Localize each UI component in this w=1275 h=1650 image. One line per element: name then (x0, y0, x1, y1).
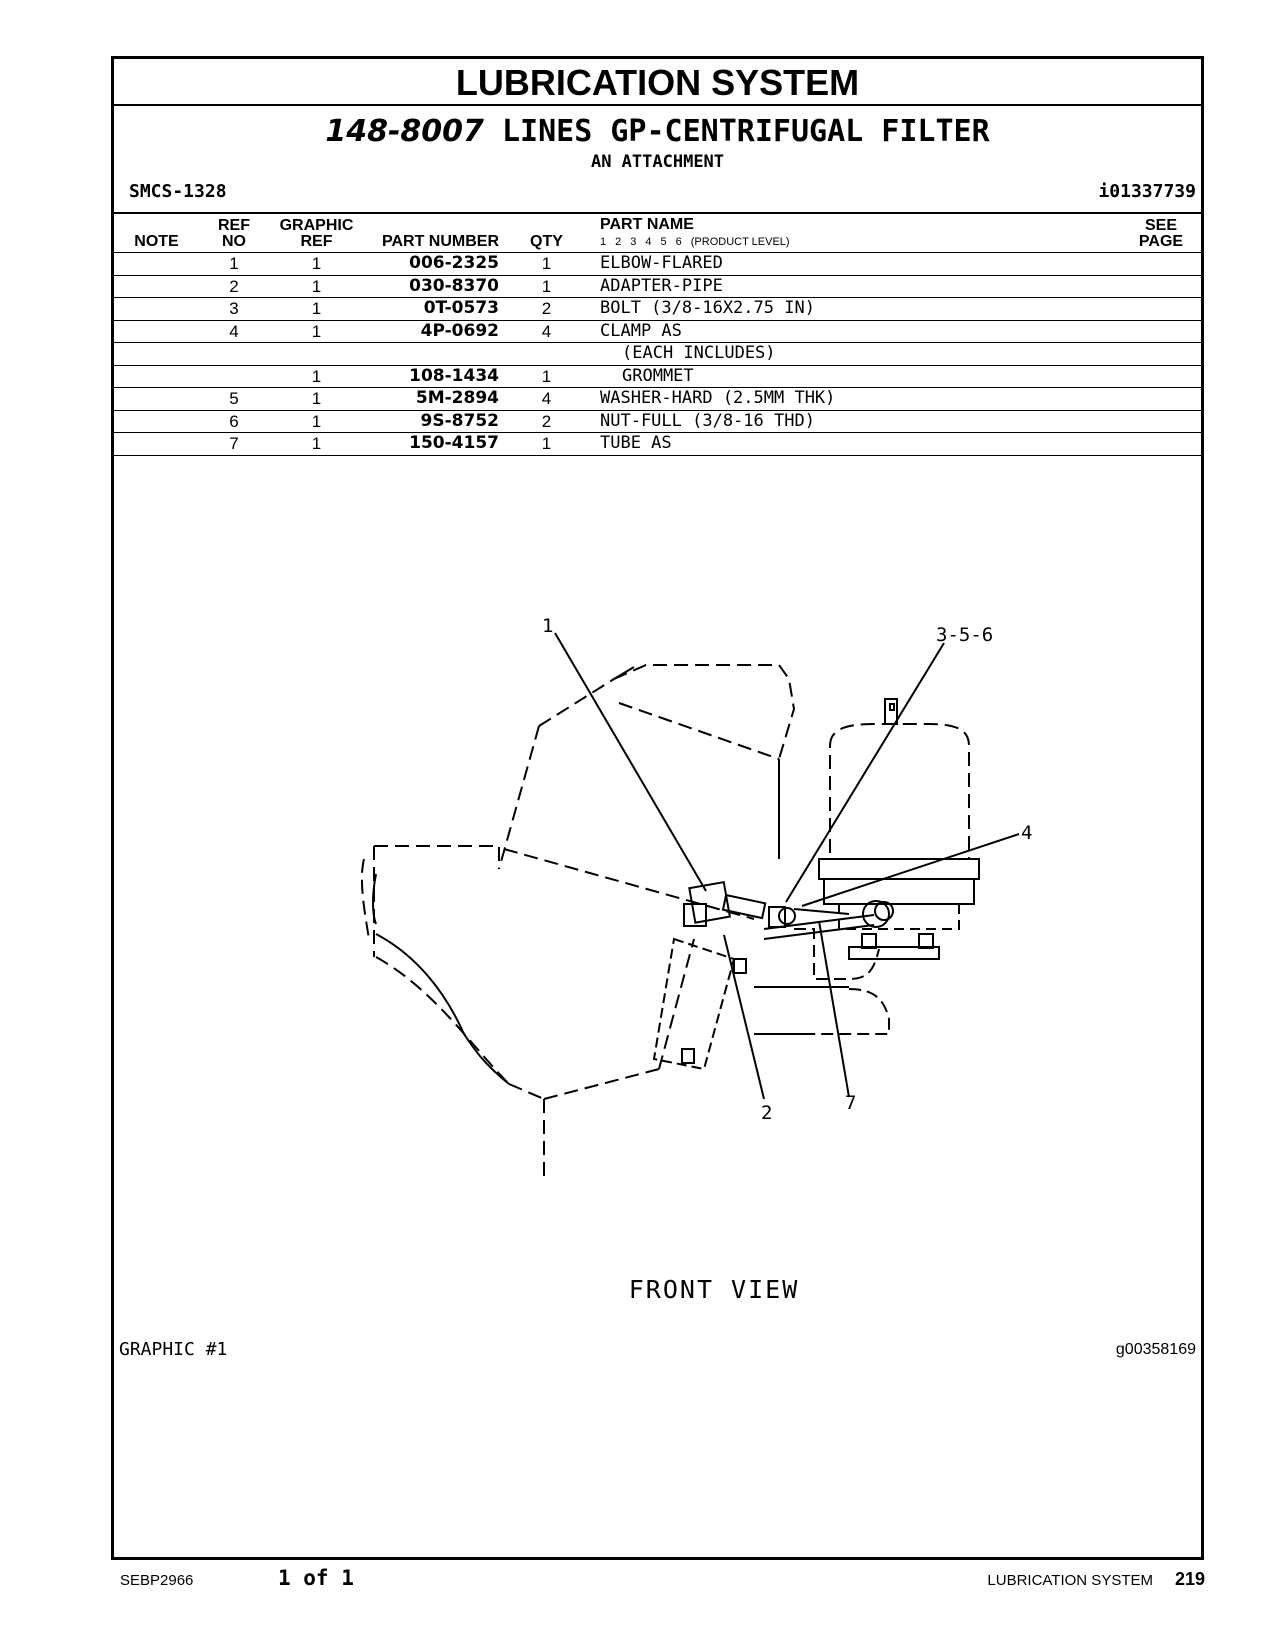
col-note: NOTE (114, 213, 199, 253)
elbow-adapter-cluster (652, 880, 850, 1071)
callout-labels: 1 3-5-6 4 2 7 (542, 615, 1032, 1124)
group-name: LINES GP-CENTRIFUGAL FILTER (501, 114, 990, 149)
view-caption: FRONT VIEW (628, 1275, 800, 1304)
callout-1: 1 (542, 615, 553, 637)
centrifugal-filter-body (818, 698, 980, 930)
footer-page-number: 219 (1174, 1569, 1205, 1589)
footer-page-of: 1 of 1 (278, 1566, 354, 1590)
document-ident: i01337739 (1098, 181, 1196, 202)
graphic-label: GRAPHIC #1 (119, 1339, 228, 1360)
lower-bracket (543, 938, 695, 1100)
smcs-code: SMCS-1328 (129, 181, 227, 202)
col-qty: QTY (499, 213, 594, 253)
group-subtitle: AN ATTACHMENT (590, 152, 725, 172)
group-title: 148-8007 LINES GP-CENTRIFUGAL FILTER (114, 115, 1201, 149)
callout-2: 2 (761, 1102, 772, 1124)
footer-doc-id: SEBP2966 (120, 1572, 194, 1589)
group-part-number: 148-8007 (325, 114, 484, 149)
graphic-id: g00358169 (1115, 1341, 1196, 1358)
page-frame: LUBRICATION SYSTEM 148-8007 LINES GP-CEN… (111, 56, 1204, 1560)
table-row: (EACH INCLUDES) (114, 342, 1201, 366)
parts-drawing: 1 3-5-6 4 2 7 (360, 615, 1032, 1179)
footer-section: LUBRICATION SYSTEM (987, 1572, 1153, 1589)
engine-housing-outline (360, 664, 796, 1179)
callout-leaders (554, 632, 1020, 1100)
callout-4: 4 (1021, 822, 1032, 844)
callout-7: 7 (845, 1092, 856, 1114)
callout-3-5-6: 3-5-6 (936, 624, 993, 646)
manifold-outline (372, 666, 780, 1085)
section-title: LUBRICATION SYSTEM (114, 59, 1201, 106)
col-part-number: PART NUMBER (364, 213, 499, 253)
